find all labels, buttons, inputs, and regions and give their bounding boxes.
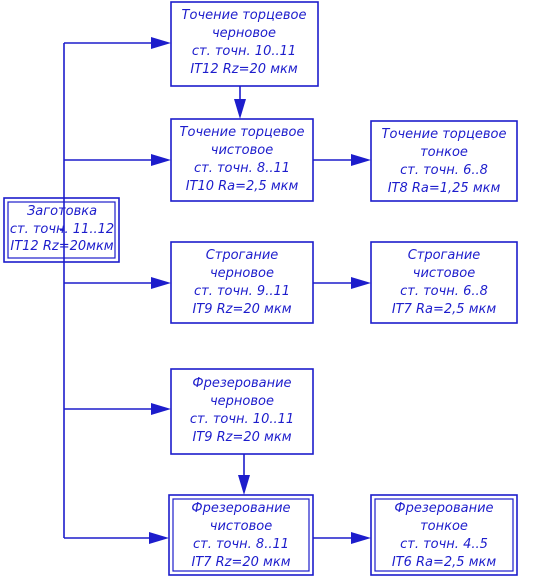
arrowhead xyxy=(151,37,171,49)
box-line: тонкое xyxy=(420,145,468,160)
planing-finish-box: Строгание чистовое ст. точн. 6..8 IT7 Ra… xyxy=(370,241,518,324)
facing-finish-box: Точение торцевое чистовое ст. точн. 8..1… xyxy=(170,118,314,202)
box-line: черновое xyxy=(210,266,274,281)
arrowhead xyxy=(238,475,250,495)
facing-rough-box: Точение торцевое черновое ст. точн. 10..… xyxy=(170,1,319,87)
box-line: IT12 Rz=20 мкм xyxy=(190,62,298,77)
box-line: IT8 Ra=1,25 мкм xyxy=(388,181,501,196)
arrowhead xyxy=(351,532,371,544)
milling-fine-box: Фрезерование тонкое ст. точн. 4..5 IT6 R… xyxy=(370,494,518,576)
box-line: Фрезерование xyxy=(191,501,290,516)
arrowhead xyxy=(151,403,171,415)
arrowhead xyxy=(149,532,169,544)
milling-finish-box: Фрезерование чистовое ст. точн. 8..11 IT… xyxy=(168,494,314,576)
arrowhead xyxy=(351,277,371,289)
blank-line: Заготовка xyxy=(27,204,97,219)
milling-rough-box: Фрезерование черновое ст. точн. 10..11 I… xyxy=(170,368,314,455)
box-line: Точение торцевое xyxy=(382,127,507,142)
arrowhead xyxy=(151,277,171,289)
box-line: чистовое xyxy=(211,143,273,158)
box-line: ст. точн. 8..11 xyxy=(193,537,289,552)
box-line: IT10 Ra=2,5 мкм xyxy=(186,179,299,194)
box-line: Строгание xyxy=(206,248,279,263)
box-line: Фрезерование xyxy=(192,376,291,391)
blank-box: Заготовка ст. точн. 11..12 IT12 Rz=20мкм xyxy=(3,197,120,263)
box-line: Фрезерование xyxy=(394,501,493,516)
box-line: ст. точн. 6..8 xyxy=(400,163,488,178)
box-line: черновое xyxy=(212,26,276,41)
box-line: ст. точн. 4..5 xyxy=(400,537,488,552)
box-line: Точение торцевое xyxy=(180,125,305,140)
arrowhead xyxy=(151,154,171,166)
box-line: Строгание xyxy=(408,248,481,263)
box-line: чистовое xyxy=(210,519,272,534)
blank-line: ст. точн. 11..12 xyxy=(10,222,114,237)
facing-fine-box: Точение торцевое тонкое ст. точн. 6..8 I… xyxy=(370,120,518,202)
box-line: IT9 Rz=20 мкм xyxy=(192,430,291,445)
planing-rough-box: Строгание черновое ст. точн. 9..11 IT9 R… xyxy=(170,241,314,324)
blank-line: IT12 Rz=20мкм xyxy=(10,239,113,254)
arrowhead xyxy=(351,154,371,166)
box-line: черновое xyxy=(210,394,274,409)
box-line: ст. точн. 10..11 xyxy=(192,44,296,59)
box-line: ст. точн. 10..11 xyxy=(190,412,294,427)
arrowhead xyxy=(234,99,246,119)
box-line: ст. точн. 8..11 xyxy=(194,161,290,176)
box-line: ст. точн. 9..11 xyxy=(194,284,290,299)
box-line: IT7 Ra=2,5 мкм xyxy=(392,302,497,317)
arrowheads xyxy=(149,37,371,544)
connectors xyxy=(60,42,363,539)
box-line: тонкое xyxy=(420,519,468,534)
box-line: чистовое xyxy=(413,266,475,281)
box-line: IT7 Rz=20 мкм xyxy=(191,555,290,570)
box-line: ст. точн. 6..8 xyxy=(400,284,488,299)
box-line: Точение торцевое xyxy=(182,8,307,23)
box-line: IT6 Ra=2,5 мкм xyxy=(392,555,497,570)
box-line: IT9 Rz=20 мкм xyxy=(192,302,291,317)
